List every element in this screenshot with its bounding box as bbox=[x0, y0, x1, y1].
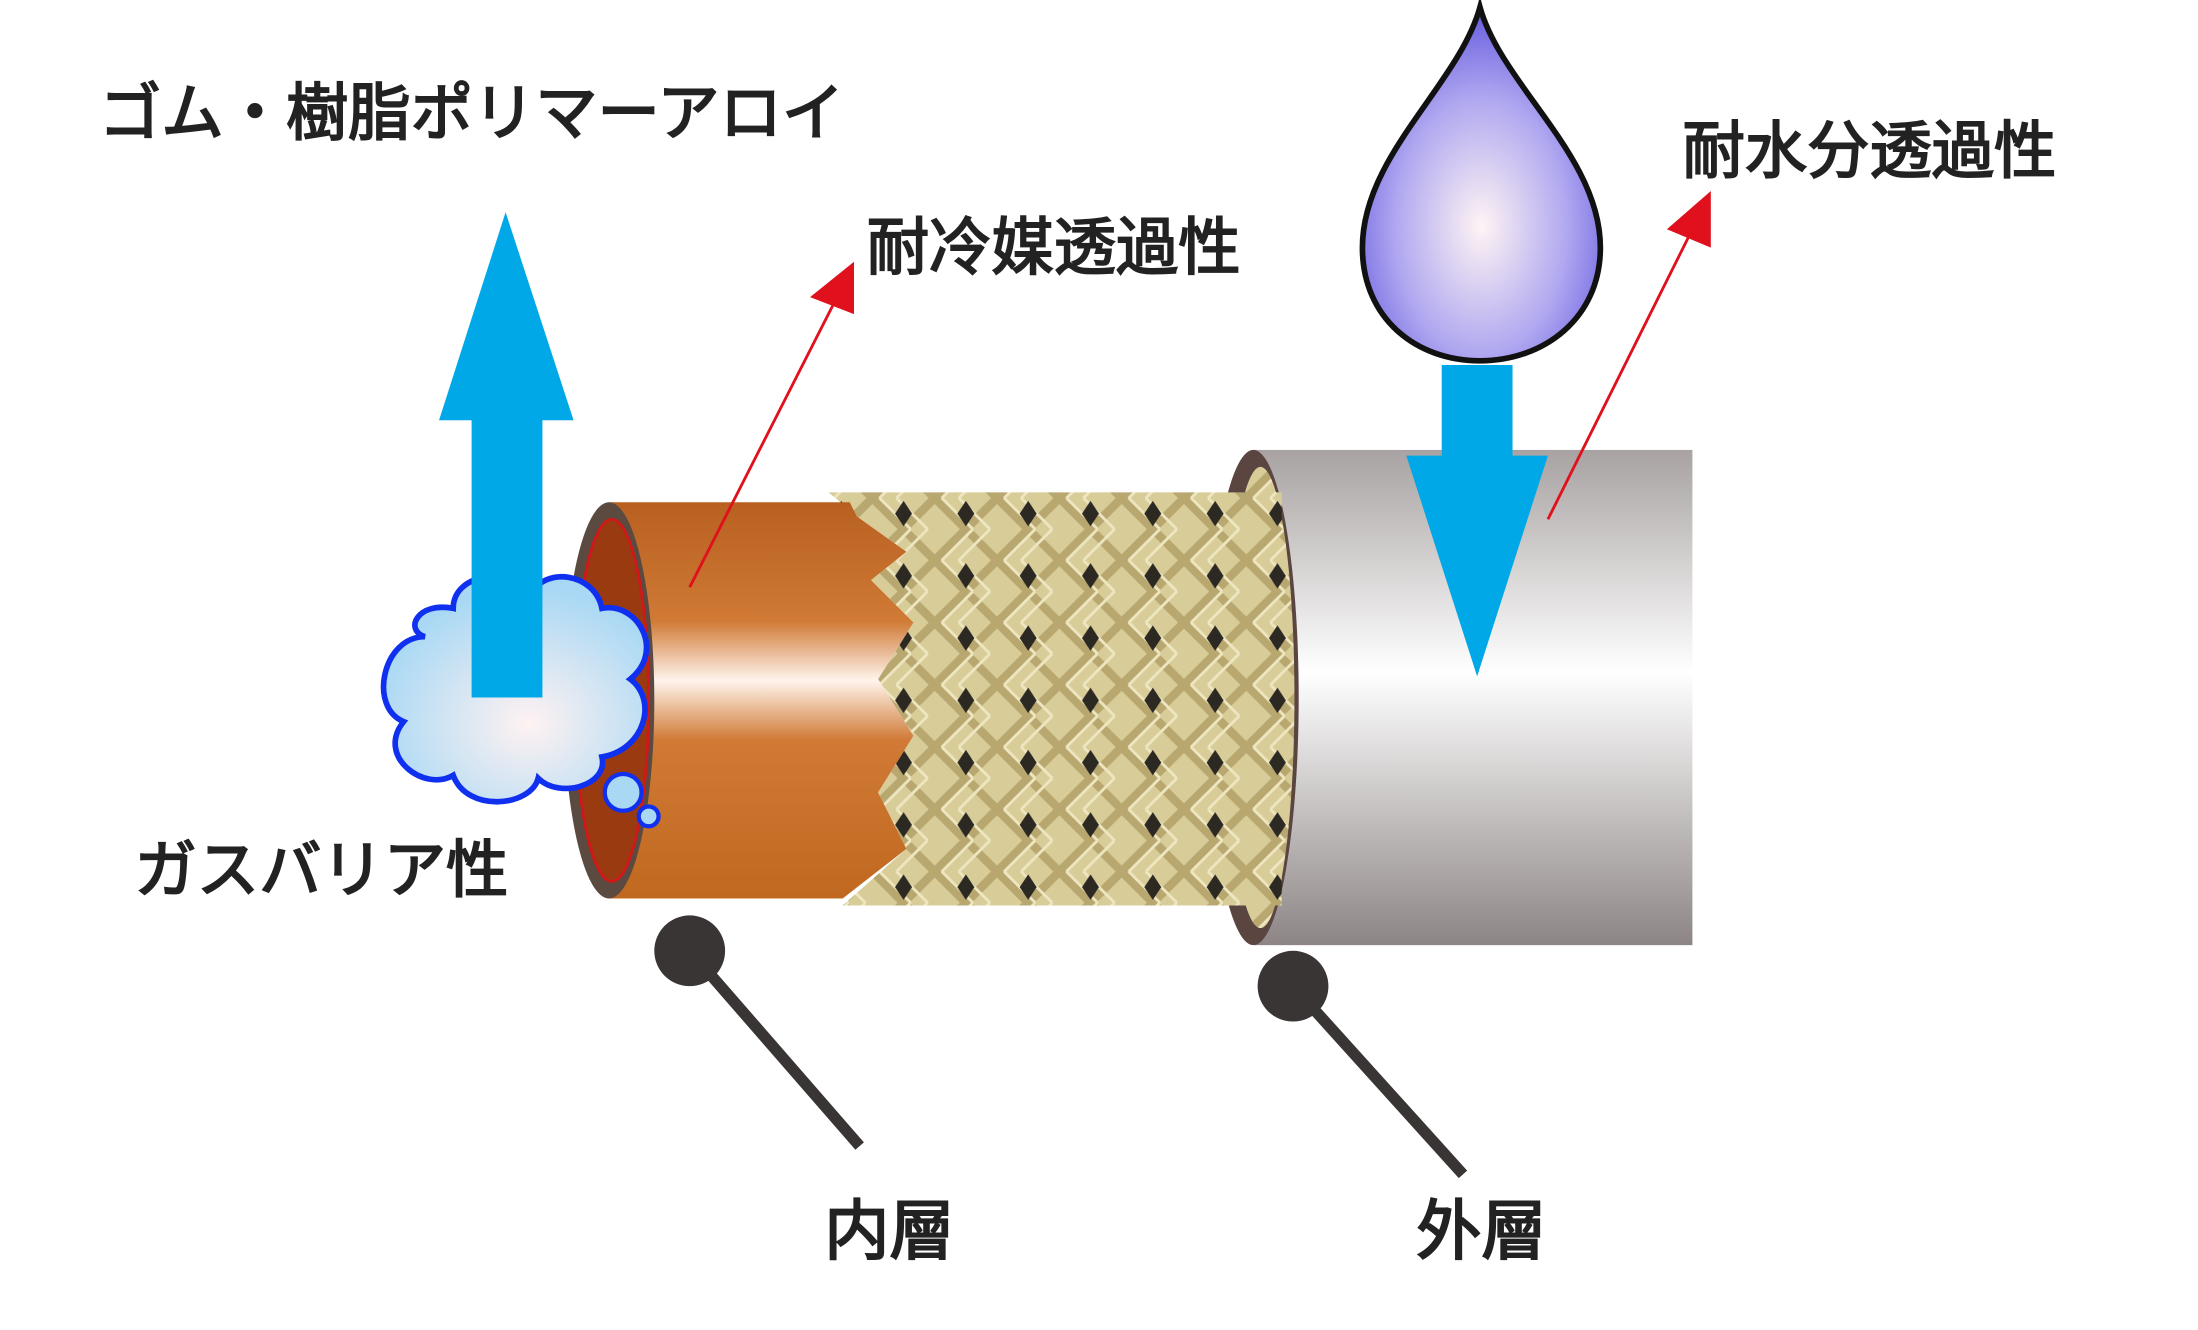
water-drop-icon bbox=[1359, 0, 1604, 364]
gas-barrier-label: ガスバリア性 bbox=[135, 833, 509, 906]
moisture-down-arrow-icon bbox=[1406, 365, 1548, 677]
inner-layer-label: 内層 bbox=[824, 1195, 954, 1270]
moisture-permeation-label: 耐水分透過性 bbox=[1682, 115, 2056, 188]
refrigerant-leader-arrow-icon bbox=[688, 261, 854, 588]
outer-layer-pointer-icon bbox=[1257, 950, 1468, 1179]
inner-layer-pointer-icon bbox=[654, 915, 864, 1150]
moisture-leader-arrow-icon bbox=[1546, 191, 1711, 520]
material-label: ゴム・樹脂ポリマーアロイ bbox=[99, 76, 844, 149]
outer-layer-label: 外層 bbox=[1416, 1195, 1546, 1270]
refrigerant-permeation-label: 耐冷媒透過性 bbox=[867, 211, 1241, 284]
reinforcement-braid bbox=[828, 492, 1282, 906]
gas-permeation-up-arrow-icon bbox=[439, 212, 574, 698]
